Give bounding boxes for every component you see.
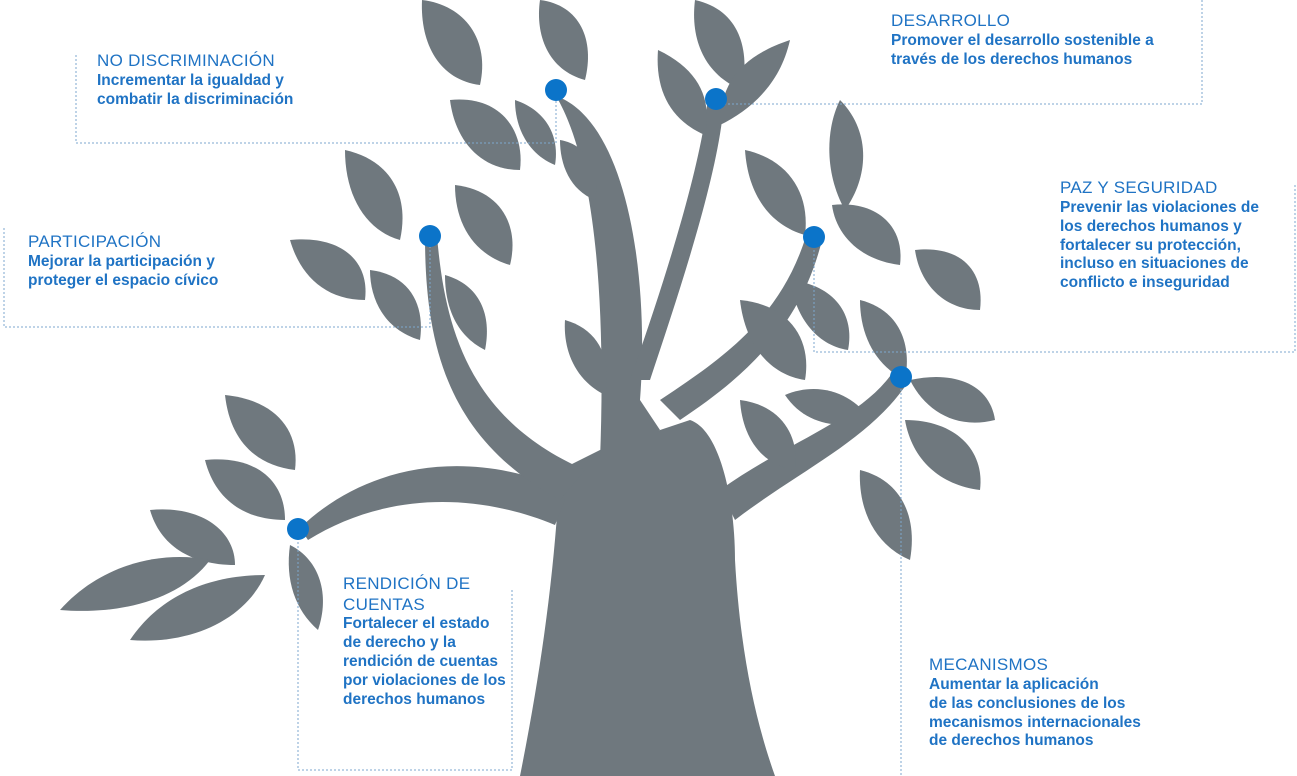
desc-line: Mejorar la participación y (28, 252, 215, 270)
desc-line: incluso en situaciones de (1060, 255, 1249, 273)
leaf (288, 545, 323, 630)
title-no-discriminacion: NO DISCRIMINACIÓN (97, 51, 275, 70)
node-dot-rendicion (287, 518, 309, 540)
connector-rendicion (297, 530, 513, 771)
desc-line: proteger el espacio cívico (28, 271, 219, 289)
title-desarrollo: DESARROLLO (891, 11, 1011, 30)
node-dot-no-discriminacion (545, 79, 567, 101)
leaf (445, 275, 487, 350)
leaf (657, 50, 707, 135)
leaf (370, 270, 421, 340)
connector-participacion (3, 228, 431, 328)
leaf (860, 300, 907, 380)
node-dot-desarrollo (705, 88, 727, 110)
desc-line: los derechos humanos y (1060, 217, 1242, 235)
title-rendicion-line: CUENTAS (343, 594, 426, 614)
leaf (564, 320, 607, 395)
leaf (345, 150, 403, 240)
title-participacion: PARTICIPACIÓN (28, 232, 162, 251)
desc-line: fortalecer su protección, (1060, 236, 1241, 254)
desc-line: por violaciones de los (343, 672, 506, 690)
desc-line: Fortalecer el estado (343, 615, 490, 633)
leaf (538, 0, 588, 80)
node-dot-paz-seguridad (803, 226, 825, 248)
leaf (745, 150, 806, 235)
tree (60, 0, 995, 776)
leaf (225, 395, 296, 470)
label-rendicion-cuentas: RENDICIÓN DE CUENTAS Fortalecer el estad… (343, 574, 506, 710)
leaf (910, 376, 995, 423)
leaf (785, 389, 870, 425)
label-no-discriminacion: NO DISCRIMINACIÓN Incrementar la igualda… (97, 51, 293, 110)
leaf (740, 400, 796, 470)
desc-line: de las conclusiones de los (929, 694, 1126, 712)
leaf (832, 204, 901, 265)
leaf (130, 575, 265, 641)
desc-line: de derechos humanos (929, 732, 1094, 750)
leaf (560, 140, 597, 200)
leaf (740, 300, 807, 380)
leaf (450, 99, 521, 170)
node-dot-mecanismos (890, 366, 912, 388)
desc-line: conflicto e inseguridad (1060, 274, 1230, 292)
desc-line: Incrementar la igualdad y (97, 71, 284, 89)
leaf (515, 100, 556, 165)
leaf (205, 459, 285, 520)
leaf (455, 185, 513, 265)
tree-trunk (520, 420, 775, 776)
desc-line: de derecho y la (343, 634, 456, 652)
leaf (915, 249, 981, 310)
desc-line: Promover el desarrollo sostenible a (891, 31, 1154, 49)
desc-line: derechos humanos (343, 691, 486, 709)
branch-lower-left (300, 466, 565, 540)
leaf (905, 420, 981, 490)
node-dot-participacion (419, 225, 441, 247)
leaf (829, 100, 864, 210)
desc-line: Aumentar la aplicación (929, 675, 1099, 693)
branch-paz (660, 236, 822, 420)
desc-line: través de los derechos humanos (891, 50, 1133, 68)
connector-paz-seguridad (813, 185, 1296, 353)
desc-line: mecanismos internacionales (929, 713, 1141, 731)
label-paz-seguridad: PAZ Y SEGURIDAD Prevenir las violaciones… (1060, 178, 1259, 293)
title-paz-seguridad: PAZ Y SEGURIDAD (1060, 178, 1218, 197)
leaf (421, 0, 483, 85)
leaf (859, 470, 912, 560)
label-desarrollo: DESARROLLO Promover el desarrollo sosten… (891, 11, 1154, 70)
branch-upper-left (425, 236, 585, 500)
leaf (694, 0, 745, 90)
title-rendicion-line: RENDICIÓN DE (343, 574, 471, 593)
desc-line: rendición de cuentas (343, 653, 499, 671)
connector-no-discriminacion (75, 55, 557, 144)
leaf (60, 557, 210, 611)
branch-desarrollo (630, 98, 724, 380)
label-mecanismos: MECANISMOS Aumentar la aplicación de las… (929, 655, 1141, 751)
desc-line: Prevenir las violaciones de (1060, 198, 1260, 216)
node-dots (287, 79, 912, 540)
label-participacion: PARTICIPACIÓN Mejorar la participación y… (28, 232, 218, 291)
leaf (290, 239, 366, 300)
title-mecanismos: MECANISMOS (929, 655, 1049, 674)
leaf (150, 509, 235, 565)
desc-line: combatir la discriminación (97, 90, 294, 108)
leaf (790, 280, 850, 350)
